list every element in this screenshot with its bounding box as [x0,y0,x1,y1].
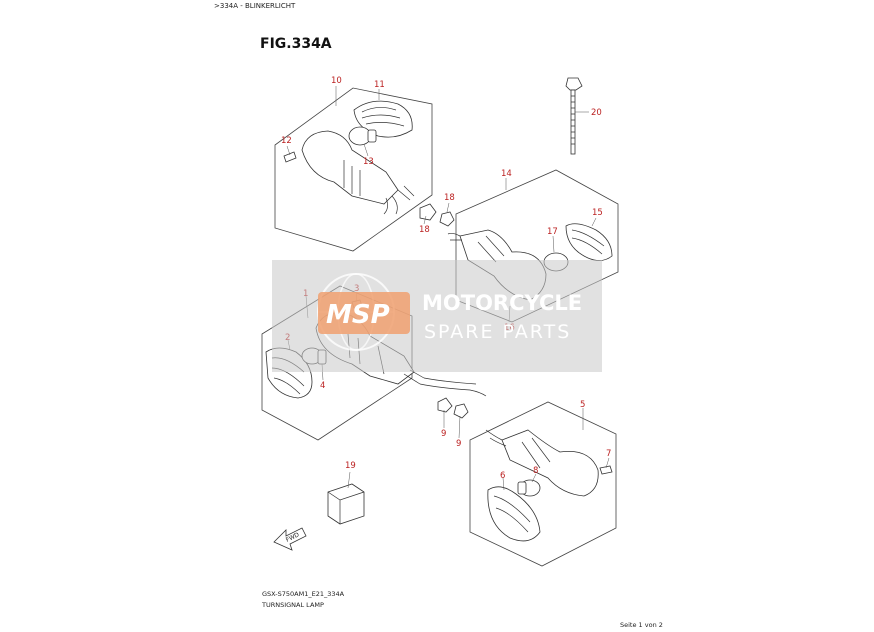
callout-14: 14 [501,169,512,179]
callout-6: 6 [500,471,505,481]
callout-8: 8 [533,466,538,476]
lamp-assembly-10 [274,87,433,252]
callout-7: 7 [606,449,611,459]
wiring-harness [419,377,487,397]
callout-12: 12 [281,136,292,146]
callout-20: 20 [591,108,602,118]
figure-title: FIG.334A [260,36,332,52]
nuts-9 [437,397,469,419]
callout-4: 4 [320,381,325,391]
callout-9-right: 9 [456,439,461,449]
breadcrumb: >334A - BLINKERLICHT [214,2,296,10]
callout-18-lower: 18 [419,225,430,235]
watermark-badge [318,292,410,334]
callout-9-left: 9 [441,429,446,439]
callout-15: 15 [592,208,603,218]
lamp-assembly-5 [469,401,617,567]
pagination: Seite 1 von 2 [620,621,663,629]
watermark: MSP MOTORCYCLE SPARE PARTS [272,260,602,372]
callout-5: 5 [580,400,585,410]
callout-10: 10 [331,76,342,86]
model-code: GSX-S750AM1_E21_334A [262,590,345,598]
callout-18-upper: 18 [444,193,455,203]
callout-19: 19 [345,461,356,471]
watermark-line-2: SPARE PARTS [424,321,571,343]
callout-17: 17 [547,227,558,237]
figure-description: TURNSIGNAL LAMP [262,601,324,609]
callout-11: 11 [374,80,385,90]
watermark-line-1: MOTORCYCLE [422,291,582,315]
forward-arrow: FWD [273,527,307,551]
cable-tie-20 [565,77,583,155]
watermark-badge-text: MSP [326,300,390,330]
relay-19 [327,483,365,525]
nuts-18 [419,203,455,227]
callout-13: 13 [363,157,374,167]
